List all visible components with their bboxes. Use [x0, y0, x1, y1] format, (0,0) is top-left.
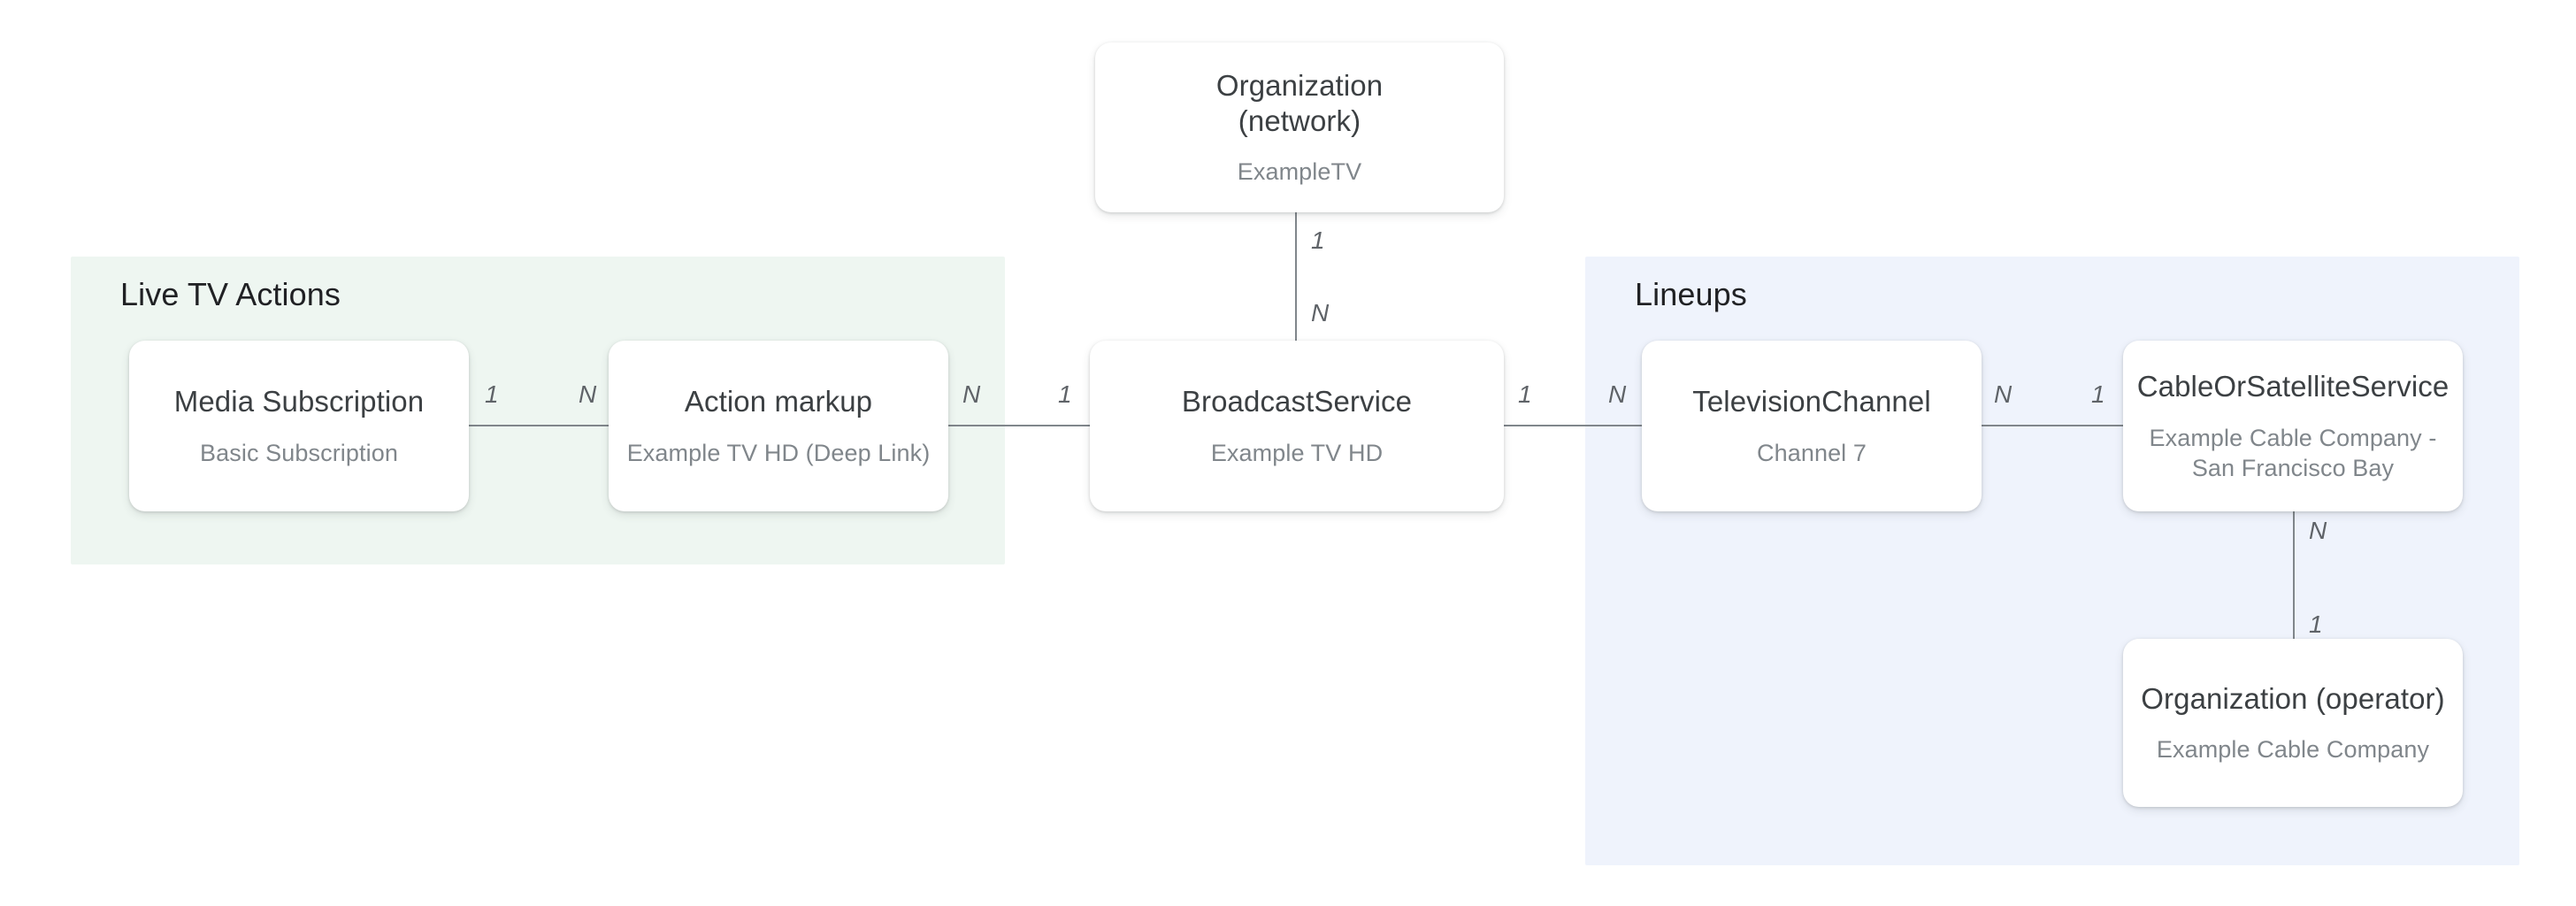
cardinality-television-channel-right: N	[1994, 380, 2012, 408]
cardinality-action-markup-left: N	[579, 380, 597, 408]
node-subtitle: Example TV HD (Deep Link)	[626, 439, 931, 466]
connector-media-subscription-action-markup	[465, 425, 619, 426]
node-organization-operator[interactable]: Organization (operator) Example Cable Co…	[2123, 639, 2463, 807]
connector-organization-network-broadcast-service	[1295, 211, 1297, 343]
cardinality-broadcast-service-top-one: 1	[1311, 226, 1325, 254]
node-title: CableOrSatelliteService	[2136, 370, 2450, 403]
node-subtitle: Basic Subscription	[200, 439, 398, 466]
node-title: Media Subscription	[173, 385, 425, 418]
node-title: Action markup	[684, 385, 873, 418]
node-subtitle: Example Cable Company	[2156, 736, 2430, 764]
cardinality-broadcast-service-top-many: N	[1311, 299, 1330, 326]
cardinality-cable-or-satellite-service-bottom-many: N	[2309, 517, 2327, 544]
cardinality-media-subscription-right: 1	[485, 380, 499, 408]
node-subtitle: Channel 7	[1757, 439, 1867, 466]
panel-title-lineups: Lineups	[1635, 276, 1747, 312]
node-subtitle: Example TV HD	[1210, 439, 1384, 466]
node-television-channel[interactable]: TelevisionChannel Channel 7	[1642, 341, 1982, 511]
node-title: Organization (network)	[1215, 68, 1384, 137]
node-title: Organization (operator)	[2141, 681, 2445, 715]
node-media-subscription[interactable]: Media Subscription Basic Subscription	[129, 341, 469, 511]
node-broadcast-service[interactable]: BroadcastService Example TV HD	[1090, 341, 1504, 511]
node-action-markup[interactable]: Action markup Example TV HD (Deep Link)	[609, 341, 948, 511]
cardinality-cable-or-satellite-service-left: 1	[2091, 380, 2105, 408]
connector-broadcast-service-television-channel	[1499, 425, 1654, 426]
node-title: TelevisionChannel	[1692, 385, 1931, 418]
node-organization-network[interactable]: Organization (network) ExampleTV	[1095, 42, 1504, 212]
node-subtitle: Example Cable Company - San Francisco Ba…	[2149, 424, 2437, 481]
node-cable-or-satellite-service[interactable]: CableOrSatelliteService Example Cable Co…	[2123, 341, 2463, 511]
cardinality-organization-operator-top-one: 1	[2309, 610, 2323, 638]
panel-title-live-tv-actions: Live TV Actions	[120, 276, 341, 312]
cardinality-broadcast-service-right: 1	[1518, 380, 1532, 408]
connector-cable-or-satellite-service-organization-operator	[2293, 508, 2295, 642]
node-subtitle: ExampleTV	[1237, 158, 1362, 186]
node-title: BroadcastService	[1181, 385, 1413, 418]
cardinality-television-channel-left: N	[1608, 380, 1627, 408]
cardinality-action-markup-right: N	[962, 380, 981, 408]
connector-action-markup-broadcast-service	[943, 425, 1102, 426]
connector-television-channel-cable-or-satellite-service	[1976, 425, 2135, 426]
cardinality-broadcast-service-left: 1	[1058, 380, 1072, 408]
